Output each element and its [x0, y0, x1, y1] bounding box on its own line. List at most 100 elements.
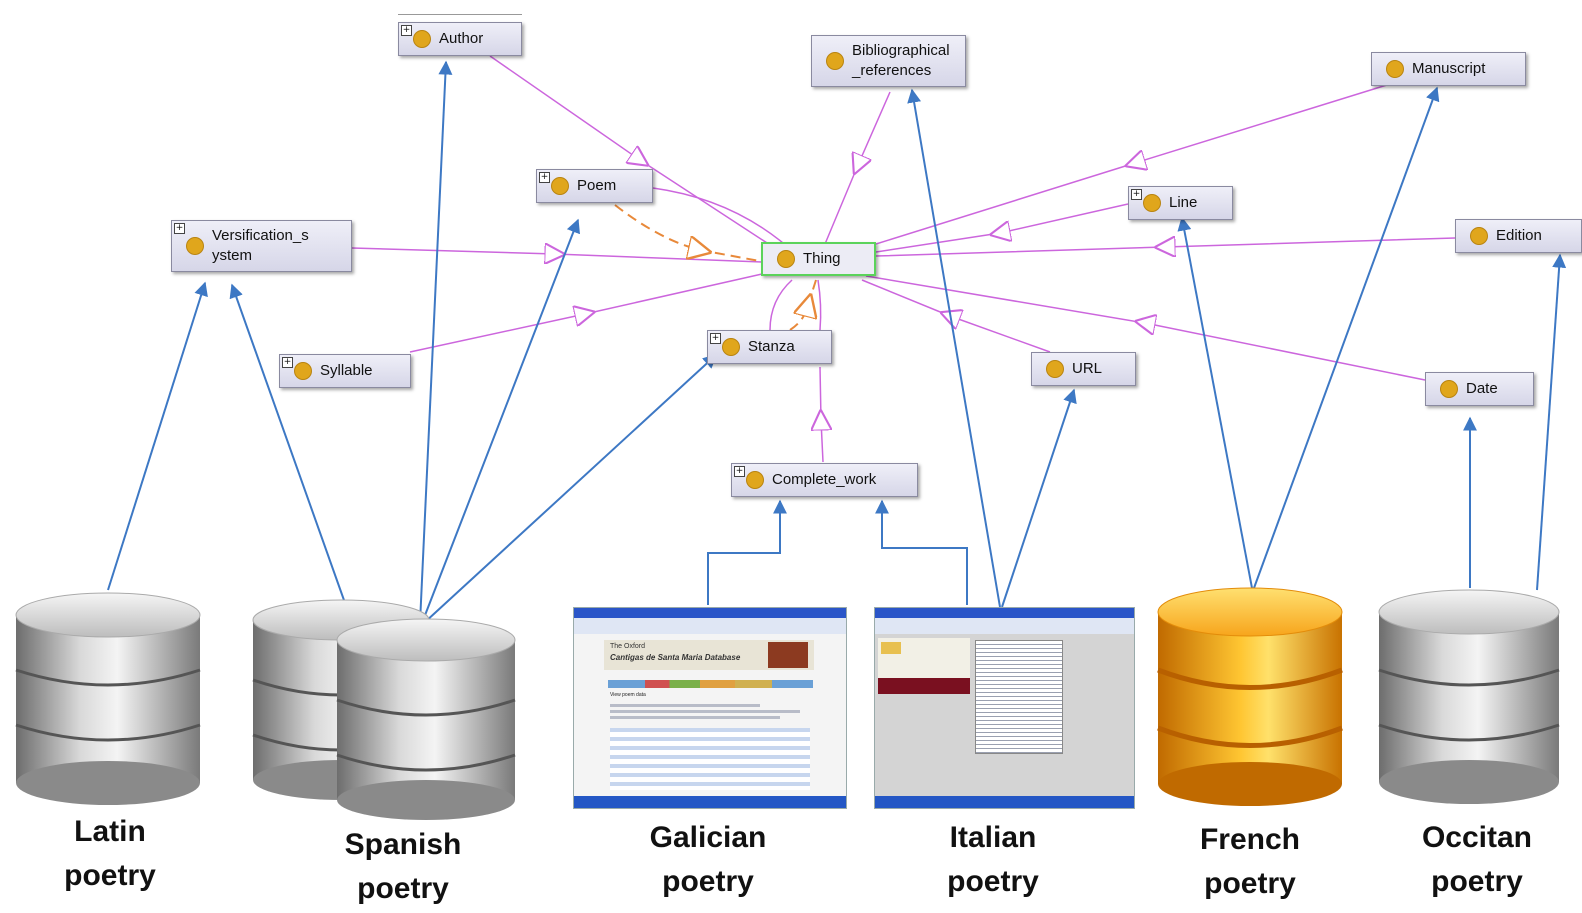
- class-node-versification-system[interactable]: + Versification_s ystem: [171, 220, 352, 272]
- text-line: [610, 710, 800, 713]
- class-dot-icon: [1440, 380, 1458, 398]
- dashed-edges: [614, 204, 816, 331]
- class-label: Author: [439, 30, 484, 47]
- class-label: Versification_s ystem: [212, 227, 309, 264]
- arrow-latin-versification: [107, 281, 208, 591]
- edge-line-thing: [875, 203, 1129, 253]
- class-dot-icon: [1143, 194, 1161, 212]
- latin-database-icon: [15, 592, 201, 805]
- class-node-thing[interactable]: Thing: [761, 242, 876, 276]
- spanish-database-front-icon: [336, 618, 516, 820]
- edge-stanza-thing-dashed: [789, 279, 816, 331]
- expand-icon[interactable]: +: [174, 223, 185, 234]
- data-table: [610, 728, 810, 790]
- class-dot-icon: [186, 237, 204, 255]
- edge-edition-thing: [875, 238, 1456, 256]
- arrow-spanish-poem: [421, 218, 580, 624]
- class-node-date[interactable]: Date: [1425, 372, 1534, 406]
- class-dot-icon: [294, 362, 312, 380]
- arrow-spanish-versification: [229, 283, 346, 604]
- caption-galician: Galician poetry: [615, 816, 801, 904]
- edge-date-thing: [865, 275, 1426, 381]
- window-titlebar: [875, 608, 1134, 618]
- class-dot-icon: [551, 177, 569, 195]
- caption-line-2: poetry: [947, 865, 1039, 898]
- class-label: Poem: [577, 177, 617, 194]
- class-dot-icon: [722, 338, 740, 356]
- caption-occitan: Occitan poetry: [1389, 816, 1565, 904]
- caption-line-1: Italian: [949, 821, 1037, 854]
- expand-icon[interactable]: +: [710, 333, 721, 344]
- caption-line-2: poetry: [1204, 867, 1296, 900]
- expand-icon[interactable]: +: [401, 25, 412, 36]
- class-dot-icon: [777, 250, 795, 268]
- edge-biblio-thing: [824, 91, 891, 245]
- class-dot-icon: [1386, 60, 1404, 78]
- edge-syllable-thing: [409, 273, 763, 353]
- window-taskbar: [875, 796, 1134, 808]
- text-panel: [975, 640, 1063, 754]
- class-node-poem[interactable]: + Poem: [536, 169, 653, 203]
- class-label: Syllable: [320, 362, 373, 379]
- page-heading: View poem data: [610, 692, 646, 698]
- arrow-italian-url: [1001, 388, 1077, 608]
- class-label: Date: [1466, 380, 1498, 397]
- class-dot-icon: [1046, 360, 1064, 378]
- class-label: Stanza: [748, 338, 795, 355]
- class-dot-icon: [826, 52, 844, 70]
- mapping-arrows: [107, 60, 1567, 624]
- class-node-manuscript[interactable]: Manuscript: [1371, 52, 1526, 86]
- caption-spanish: Spanish poetry: [318, 823, 488, 911]
- caption-line-1: Galician: [649, 821, 767, 854]
- arrow-french-line: [1177, 216, 1253, 589]
- class-dot-icon: [746, 471, 764, 489]
- class-label: Complete_work: [772, 471, 877, 488]
- text-line: [610, 716, 780, 719]
- caption-line-2: poetry: [64, 859, 156, 892]
- class-node-complete-work[interactable]: + Complete_work: [731, 463, 918, 497]
- class-node-edition[interactable]: Edition: [1455, 219, 1582, 253]
- french-database-icon: [1157, 587, 1343, 806]
- class-node-url[interactable]: URL: [1031, 352, 1136, 386]
- caption-line-2: poetry: [1431, 865, 1523, 898]
- caption-line-1: Occitan: [1421, 821, 1533, 854]
- expand-icon[interactable]: +: [282, 357, 293, 368]
- class-dot-icon: [1470, 227, 1488, 245]
- arrow-french-manuscript: [1253, 86, 1440, 589]
- window-taskbar: [574, 796, 846, 808]
- edge-poem-thing-dashed: [614, 204, 766, 263]
- class-label: Bibliographical _references: [852, 42, 950, 79]
- caption-line-2: poetry: [662, 865, 754, 898]
- browser-toolbar: [574, 618, 846, 634]
- logo-block: [881, 642, 901, 654]
- caption-french: French poetry: [1165, 818, 1335, 906]
- arrow-italian-biblio: [907, 88, 1001, 608]
- class-node-line[interactable]: + Line: [1128, 186, 1233, 220]
- class-label: URL: [1072, 360, 1103, 377]
- site-title-line1: The Oxford: [610, 643, 646, 650]
- italian-database-screenshot: [874, 607, 1135, 809]
- edge-stanza-thing-2: [817, 279, 822, 331]
- expand-icon[interactable]: +: [734, 466, 745, 477]
- class-label: Line: [1169, 194, 1198, 211]
- edge-complete-stanza: [820, 366, 823, 463]
- edge-author-thing: [489, 55, 791, 259]
- window-titlebar: [574, 608, 846, 618]
- top-divider: [398, 14, 522, 15]
- occitan-database-icon: [1378, 589, 1560, 804]
- edge-manuscript-thing: [875, 83, 1391, 245]
- caption-latin: Latin poetry: [30, 810, 190, 898]
- class-node-bibliographical-references[interactable]: Bibliographical _references: [811, 35, 966, 87]
- expand-icon[interactable]: +: [539, 172, 550, 183]
- class-node-stanza[interactable]: + Stanza: [707, 330, 832, 364]
- class-label: Edition: [1496, 227, 1542, 244]
- arrow-spanish-author: [419, 60, 453, 624]
- class-node-author[interactable]: + Author: [398, 22, 522, 56]
- text-line: [610, 704, 760, 707]
- subclass-edges: [351, 55, 1456, 463]
- edge-stanza-thing: [769, 279, 793, 331]
- expand-icon[interactable]: +: [1131, 189, 1142, 200]
- site-banner: The Oxford Cantigas de Santa Maria Datab…: [604, 640, 814, 670]
- class-node-syllable[interactable]: + Syllable: [279, 354, 411, 388]
